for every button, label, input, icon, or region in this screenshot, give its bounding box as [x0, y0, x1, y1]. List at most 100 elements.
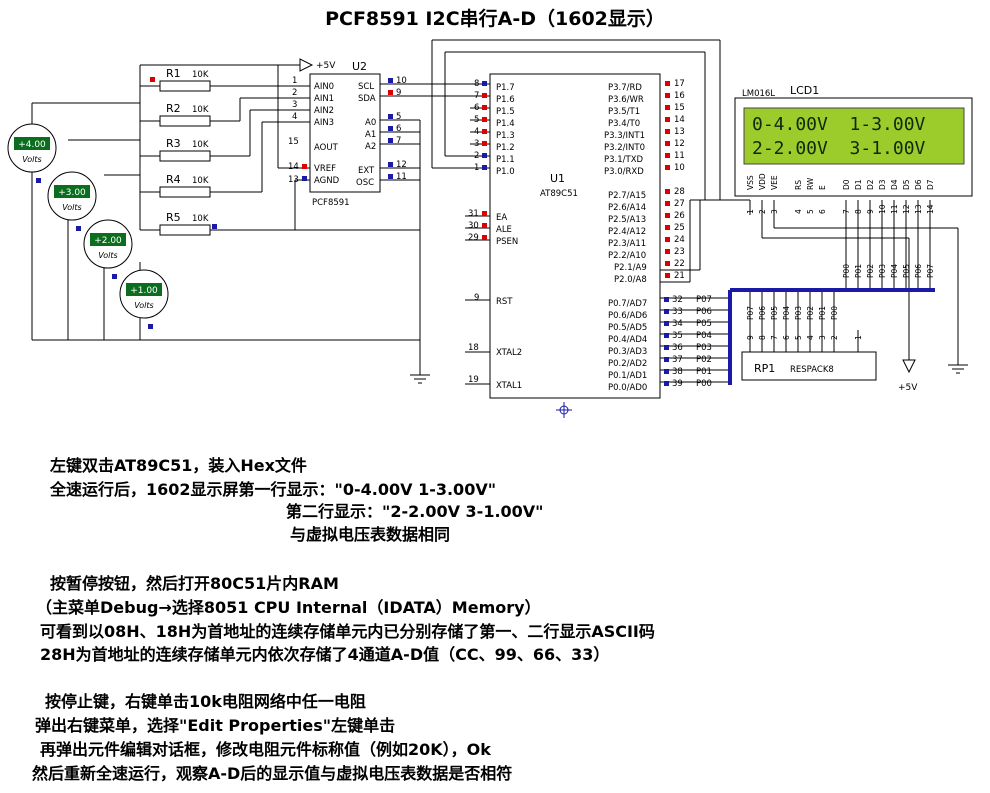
voltmeter-unit: Volts — [22, 155, 41, 164]
pin-name: P3.0/RXD — [604, 167, 644, 177]
pin-name: P1.4 — [496, 119, 515, 129]
resistor-ref: R5 — [166, 211, 181, 224]
instruction-line: 按停止键，右键单击10k电阻网络中任一电阻 — [45, 692, 366, 711]
u2-right-pins: SCL SDA A0 A1 A2 EXT OSC 10 9 5 6 7 12 1… — [356, 76, 407, 188]
pin-name: RW — [806, 177, 815, 190]
pin-num: 2 — [474, 151, 479, 161]
lcd-ref: LCD1 — [790, 84, 819, 97]
resistor-value: 10K — [192, 176, 209, 186]
voltmeter-unit: Volts — [62, 203, 81, 212]
pin-num: 3 — [770, 209, 779, 214]
voltmeter-reading: +2.00 — [94, 236, 122, 246]
pin-num: 6 — [396, 124, 401, 134]
resistor-r4[interactable]: R4 10K — [140, 173, 211, 198]
chip-u2[interactable]: U2 PCF8591 AIN0 AIN1 AIN2 AIN3 AOUT VREF… — [288, 60, 407, 208]
net-label: P00 — [830, 306, 839, 320]
pin-num: 5 — [806, 209, 815, 214]
pin-name: P1.7 — [496, 83, 515, 93]
voltmeter-3[interactable]: +2.00 Volts — [83, 219, 133, 279]
pin-name: P2.6/A14 — [608, 203, 646, 213]
voltmeter-2[interactable]: +3.00 Volts — [47, 171, 97, 231]
net-label: P02 — [866, 264, 875, 278]
instruction-line: 全速运行后，1602显示屏第一行显示："0-4.00V 1-3.00V" — [50, 480, 497, 499]
lcd-module[interactable]: LM016L LCD1 0-4.00V 1-3.00V 2-2.00V 3-1.… — [734, 84, 973, 278]
resistor-value: 10K — [192, 70, 209, 80]
pin-num: 7 — [474, 91, 479, 101]
net-label: P03 — [696, 343, 712, 353]
voltmeter-reading: +1.00 — [130, 286, 158, 296]
pin-name: A1 — [365, 130, 376, 140]
net-label: P02 — [696, 355, 712, 365]
pin-num: 12 — [902, 204, 911, 214]
pin-num: 9 — [866, 209, 875, 214]
pin-num: 4 — [474, 127, 479, 137]
u1-p0-pins: P0.7/AD7 P0.6/AD6 P0.5/AD5 P0.4/AD4 P0.3… — [608, 295, 712, 393]
pin-name: D2 — [866, 179, 875, 190]
pin-name: AIN0 — [314, 82, 334, 92]
resistor-r3[interactable]: R3 10K — [140, 137, 211, 162]
pin-num: 5 — [474, 115, 479, 125]
pin-name: D6 — [914, 179, 923, 190]
pin-num: 13 — [288, 175, 299, 185]
net-label: P01 — [696, 367, 712, 377]
crosshair-icon — [556, 402, 572, 418]
pin-name: AIN3 — [314, 118, 334, 128]
pin-num: 12 — [674, 139, 685, 149]
pin-name: D4 — [890, 179, 899, 190]
pin-name: P0.4/AD4 — [608, 335, 647, 345]
pin-name: P0.1/AD1 — [608, 371, 647, 381]
pin-num: 19 — [468, 375, 479, 385]
resistor-r2[interactable]: R2 10K — [140, 102, 211, 127]
instruction-line: 第二行显示："2-2.00V 3-1.00V" — [286, 502, 544, 521]
pin-name: P3.4/T0 — [608, 119, 640, 129]
pin-name: A2 — [365, 142, 376, 152]
pin-name: EXT — [358, 166, 375, 176]
pin-num: 9 — [474, 293, 479, 303]
resistor-value: 10K — [192, 140, 209, 150]
circuit-schematic: +5V +5V R1 10K R2 10K R3 10K R4 10K R5 1… — [7, 39, 973, 418]
pin-num: 13 — [914, 204, 923, 214]
pin-name: P2.7/A15 — [608, 191, 646, 201]
pin-num: 15 — [288, 137, 299, 147]
chip-u1[interactable]: U1 AT89C51 P1.7 P1.6 P1.5 P1.4 P1.3 P1.2… — [468, 73, 712, 399]
u2-left-pins: AIN0 AIN1 AIN2 AIN3 AOUT VREF AGND 1 2 3… — [288, 76, 340, 186]
pin-num: 7 — [396, 136, 401, 146]
instruction-line: 按暂停按钮，然后打开80C51片内RAM — [50, 574, 339, 593]
pin-num: 38 — [672, 367, 683, 377]
pin-name: A0 — [365, 118, 376, 128]
pin-num: 23 — [674, 247, 685, 257]
net-label: P00 — [842, 264, 851, 278]
pin-name: RST — [496, 297, 513, 307]
pin-name: P1.3 — [496, 131, 515, 141]
pin-name: P0.0/AD0 — [608, 383, 647, 393]
instruction-line: 然后重新全速运行，观察A-D后的显示值与虚拟电压表数据是否相符 — [32, 764, 513, 783]
pin-num: 10 — [396, 76, 407, 86]
pin-name: D0 — [842, 179, 851, 190]
voltmeter-1[interactable]: +4.00 Volts — [7, 123, 57, 183]
pin-name: D3 — [878, 179, 887, 190]
pin-num: 5 — [794, 335, 803, 340]
pin-name: P3.7/RD — [608, 83, 642, 93]
pin-num: 3 — [818, 335, 827, 340]
resistor-pack-rp1[interactable]: RP1 RESPACK8 P07 P06 P05 P04 P03 P02 P01… — [741, 306, 877, 381]
pin-num: 2 — [292, 88, 297, 98]
rp1-pin-nums: 9 8 7 6 5 4 3 2 1 — [746, 335, 863, 340]
pin-num: 37 — [672, 355, 683, 365]
pin-num: 31 — [468, 209, 479, 219]
resistor-r5[interactable]: R5 10K — [140, 211, 217, 236]
pin-name: XTAL1 — [496, 381, 522, 391]
u2-ref: U2 — [352, 60, 367, 73]
pin-num: 1 — [746, 209, 755, 214]
pin-num: 18 — [468, 343, 479, 353]
net-label: P06 — [758, 306, 767, 320]
pin-num: 11 — [396, 172, 407, 182]
pin-name: P0.2/AD2 — [608, 359, 647, 369]
pin-num: 25 — [674, 223, 685, 233]
resistor-r1[interactable]: R1 10K — [140, 67, 211, 92]
pin-name: P3.3/INT1 — [604, 131, 645, 141]
voltmeter-reading: +4.00 — [18, 140, 46, 150]
instruction-line: 可看到以08H、18H为首地址的连续存储单元内已分别存储了第一、二行显示ASCI… — [40, 622, 655, 641]
voltmeter-4[interactable]: +1.00 Volts — [119, 269, 169, 329]
pin-name: D7 — [926, 179, 935, 190]
net-label: P05 — [902, 264, 911, 278]
